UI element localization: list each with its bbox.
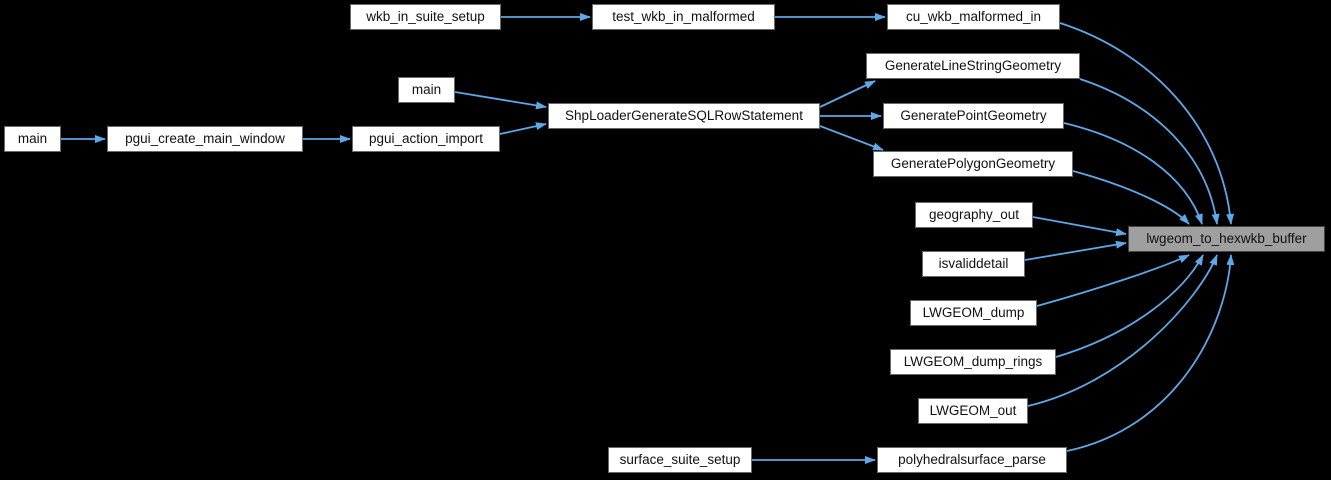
edge-GeneratePolygonGeometry-to-lwgeom_to_hexwkb_buffer	[1072, 170, 1190, 225]
node-main-entry[interactable]: main	[4, 126, 61, 152]
node-LWGEOM_dump[interactable]: LWGEOM_dump	[910, 300, 1037, 326]
edge-polyhedralsurface_parse-to-lwgeom_to_hexwkb_buffer	[1066, 254, 1235, 452]
node-pgui_action_import[interactable]: pgui_action_import	[352, 126, 500, 152]
node-GeneratePolygonGeometry[interactable]: GeneratePolygonGeometry	[873, 151, 1073, 177]
node-pgui_create_main_window[interactable]: pgui_create_main_window	[107, 126, 303, 152]
edge-LWGEOM_dump-to-lwgeom_to_hexwkb_buffer	[1036, 254, 1190, 307]
edge-GeneratePointGeometry-to-lwgeom_to_hexwkb_buffer	[1063, 122, 1203, 225]
node-geography_out[interactable]: geography_out	[915, 202, 1033, 228]
edge-main-gui-to-ShpLoaderGenerateSQLRowStatement	[454, 91, 547, 110]
node-GeneratePointGeometry[interactable]: GeneratePointGeometry	[883, 103, 1064, 129]
node-main-gui[interactable]: main	[398, 77, 455, 103]
edge-GenerateLineStringGeometry-to-lwgeom_to_hexwkb_buffer	[1079, 78, 1220, 225]
edge-geography_out-to-lwgeom_to_hexwkb_buffer	[1032, 216, 1127, 237]
edge-cu_wkb_malformed_in-to-lwgeom_to_hexwkb_buffer	[1059, 22, 1235, 225]
node-test_wkb_in_malformed[interactable]: test_wkb_in_malformed	[592, 4, 775, 30]
node-GenerateLineStringGeometry[interactable]: GenerateLineStringGeometry	[866, 53, 1080, 79]
node-LWGEOM_out[interactable]: LWGEOM_out	[918, 398, 1028, 424]
edge-ShpLoaderGenerateSQLRowStatement-to-GenerateLineStringGeometry	[819, 80, 876, 108]
node-LWGEOM_dump_rings[interactable]: LWGEOM_dump_rings	[890, 349, 1056, 375]
node-lwgeom_to_hexwkb_buffer-focus: lwgeom_to_hexwkb_buffer	[1128, 226, 1325, 252]
edge-isvaliddetail-to-lwgeom_to_hexwkb_buffer	[1024, 240, 1127, 261]
edge-pgui_action_import-to-ShpLoaderGenerateSQLRowStatement	[499, 122, 547, 135]
node-ShpLoaderGenerateSQLRowStatement[interactable]: ShpLoaderGenerateSQLRowStatement	[548, 103, 820, 129]
node-isvaliddetail[interactable]: isvaliddetail	[922, 251, 1025, 277]
edge-LWGEOM_out-to-lwgeom_to_hexwkb_buffer	[1027, 254, 1218, 407]
edge-LWGEOM_dump_rings-to-lwgeom_to_hexwkb_buffer	[1055, 254, 1204, 358]
node-cu_wkb_malformed_in[interactable]: cu_wkb_malformed_in	[887, 4, 1060, 30]
node-polyhedralsurface_parse[interactable]: polyhedralsurface_parse	[877, 447, 1067, 473]
node-wkb_in_suite_setup[interactable]: wkb_in_suite_setup	[350, 4, 501, 30]
edge-ShpLoaderGenerateSQLRowStatement-to-GeneratePolygonGeometry	[819, 125, 884, 151]
node-surface_suite_setup[interactable]: surface_suite_setup	[608, 447, 752, 473]
